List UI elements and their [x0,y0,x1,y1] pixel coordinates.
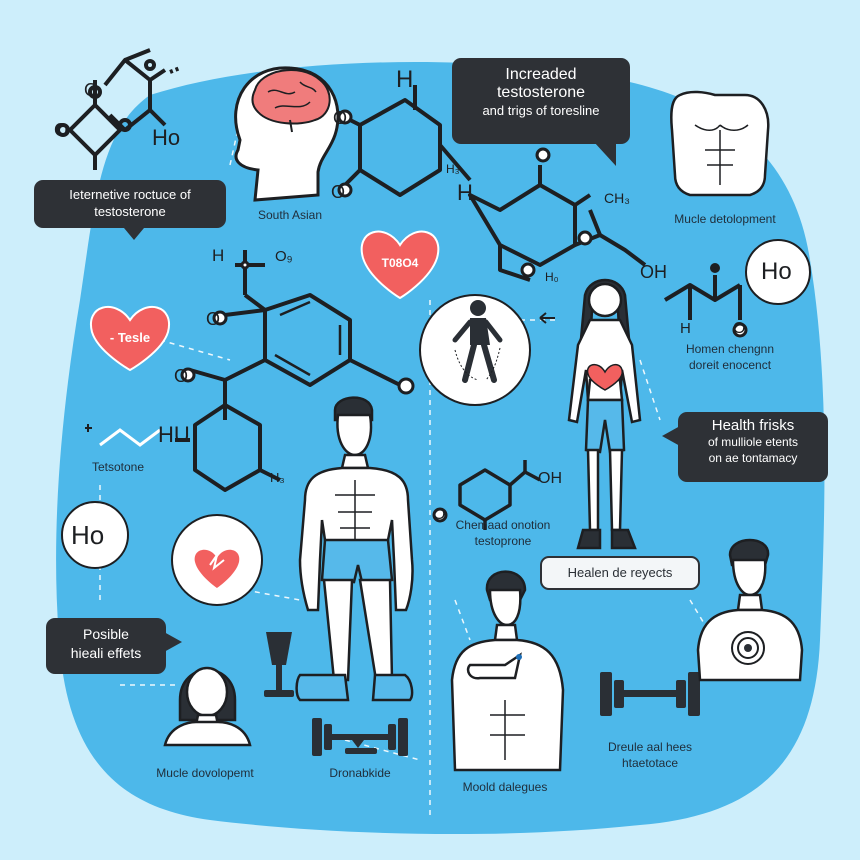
chem-o-d: O [331,182,346,202]
callout-structure-line1: Ieternetive roctuce of [69,187,191,202]
chem-o-f: O [206,309,221,329]
label-mood: Moold dalegues [462,780,548,794]
head-with-brain [234,66,340,202]
callout-increased-testosterone[interactable]: Increaded testosterone and trigs of tore… [452,58,630,166]
runner-icon[interactable] [419,294,531,406]
label-chemical-line1: Chemaad onotion [455,518,551,532]
chem-o-c: O [333,108,348,128]
muscle-torso-icon [670,90,770,197]
atom-circles [180,109,593,395]
chem-h-top: H [396,66,414,93]
label-muscle-bottom: Mucle dovolopemt [156,766,254,780]
sparkle [85,424,92,432]
label-hormone-line1: Homen chengnn [685,342,775,356]
callout-health-risks[interactable]: Health frisks of mulliole etents on ae t… [662,412,828,482]
callout-possible-line2: hieali effets [70,645,142,661]
callout-possible-line1: Posible [83,626,129,642]
label-hormone-line2: doreit enocenct [688,358,772,372]
heart-left-label: - Tesle [109,330,151,345]
heart-circle-icon[interactable] [171,514,263,606]
callout-health-risks-line2: of mulliole etents [707,435,799,449]
right-molecule [663,263,742,320]
chem-o-g: O [174,366,189,386]
callout-increased-line2: testosterone [496,84,586,101]
chem-ho-right: Ho [761,258,792,285]
ho-circle-right[interactable] [745,239,811,305]
left-molecule [175,250,401,492]
label-chemical-line2: testoprone [474,534,532,548]
small-atom [432,507,448,523]
callout-increased-line1: Increaded [505,66,577,83]
chem-h-left: H [212,246,225,265]
heart-monitor-dot [516,654,522,660]
dumbbell-right-icon [600,672,700,716]
callout-health-risks-line1: Health frisks [711,417,795,434]
chem-hu: HU [158,422,190,447]
right-atom [732,322,748,338]
top-left-molecule [56,48,181,170]
muscular-man [295,396,414,702]
chem-oh-mid: OH [640,262,667,282]
chem-ho-top: Ho [152,125,181,150]
chem-ho-left: Ho [71,520,105,550]
woman-figure [567,278,642,550]
ho-circle-left[interactable] [61,501,129,569]
label-dro-right-line1: Dreule aal hees [607,740,693,754]
chem-o-h: O [733,320,746,337]
label-south-asian: South Asian [257,208,323,222]
dumbbell-bottom-icon [312,718,408,756]
chem-h-mid: H [457,180,473,205]
trophy-icon [264,632,294,697]
callout-structure-line2: testosterone [94,204,166,219]
heart-top[interactable] [360,230,440,300]
heart-left[interactable] [89,305,171,372]
label-testostone: Tetsotone [91,460,145,474]
chem-h-right: H [680,320,691,337]
chem-o-b: O [54,120,69,140]
chem-o-left: O₉ [275,248,293,265]
label-dro-bottom: Dronabkide [329,766,391,780]
small-molecule [458,460,541,530]
label-dro-right-line2: htaetotace [621,756,679,770]
woman-heart-icon [586,363,623,391]
callout-structure[interactable]: Ieternetive roctuce of testosterone [34,180,226,240]
callout-possible-effects[interactable]: Posible hieali effets [46,618,182,674]
chem-ch3: CH₃ [604,190,630,206]
chem-o-i: O [433,506,446,523]
chem-o-e: O [536,146,551,166]
callout-side-effects[interactable]: Healen de reyects [540,556,700,590]
zigzag-chain [99,428,161,447]
man-hand-on-chest [450,570,565,772]
heart-top-label: T08O4 [381,256,419,270]
chem-ho-chain: H₀ [545,270,559,284]
arrow-icon [539,312,555,324]
callout-side-effects-text: Healen de reyects [567,565,673,580]
chem-oh-small: OH [538,470,562,487]
callout-health-risks-line3: on ae tontamacy [708,451,798,465]
chem-o-a: O [84,80,99,100]
chem-h3-b: H₃ [270,470,285,485]
woman-avatar [163,666,252,747]
chem-h3-a: H₃ [446,162,460,176]
label-muscle-top: Mucle detolopment [674,212,776,226]
callout-increased-line3: and trigs of toresline [482,103,600,118]
man-target-chest [696,538,804,682]
